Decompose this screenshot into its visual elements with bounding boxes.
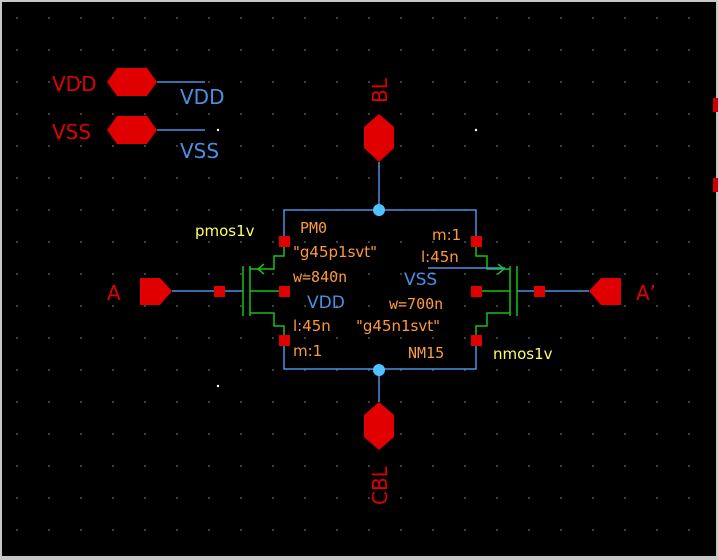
window-frame-bottom — [0, 556, 718, 560]
pin-bl[interactable]: BL — [364, 77, 394, 209]
gate-terminal-a — [214, 286, 225, 297]
pmos-model: "g45p1svt" — [293, 243, 377, 261]
pin-a-label: A — [107, 281, 121, 305]
nmos-body-net: VSS — [404, 270, 437, 290]
pin-cbl[interactable]: CBL — [364, 371, 394, 505]
gate-terminal-a-prime — [534, 286, 545, 297]
pin-bl-label: BL — [368, 77, 392, 103]
pmos-width: w=840n — [293, 268, 347, 286]
nmos-transistor[interactable]: nmos1v NM15 "g45n1svt" w=700n VSS l:45n … — [356, 226, 553, 363]
pin-vdd-label: VDD — [52, 72, 96, 96]
net-label-vss: VSS — [180, 139, 219, 163]
net-label-vdd: VDD — [180, 85, 224, 109]
junction-dot-cbl — [373, 364, 385, 376]
nmos-cell-name: nmos1v — [493, 345, 553, 363]
nmos-width: w=700n — [389, 295, 443, 313]
pmos-drain-terminal — [279, 335, 290, 346]
pin-a[interactable]: A — [107, 278, 243, 305]
white-dot — [474, 128, 478, 132]
nmos-instance-name: NM15 — [408, 344, 444, 362]
nmos-model: "g45n1svt" — [356, 317, 440, 335]
pmos-multiplier: m:1 — [293, 342, 322, 360]
pmos-instance-name: PM0 — [300, 219, 327, 237]
pin-vss[interactable]: VSS VSS — [52, 116, 219, 163]
pmos-length: l:45n — [293, 317, 331, 335]
nmos-source-terminal — [471, 335, 482, 346]
white-dot — [216, 384, 220, 388]
pmos-source-terminal — [279, 236, 290, 247]
nmos-length: l:45n — [421, 248, 459, 266]
grid-dots — [16, 17, 690, 531]
pin-vdd[interactable]: VDD VDD — [52, 68, 224, 109]
pmos-cell-name: pmos1v — [195, 222, 255, 240]
pmos-transistor[interactable]: pmos1v PM0 "g45p1svt" w=840n VDD l:45n m… — [195, 219, 377, 360]
junction-dot-bl — [373, 204, 385, 216]
pmos-bulk-terminal — [279, 286, 290, 297]
nmos-drain-terminal — [471, 236, 482, 247]
nmos-bulk-terminal — [471, 286, 482, 297]
pin-vss-label: VSS — [52, 120, 91, 144]
nmos-multiplier: m:1 — [432, 226, 461, 244]
edge-marker — [713, 98, 718, 112]
pmos-body-net: VDD — [307, 293, 345, 313]
pin-a-prime-label: A’ — [636, 281, 656, 305]
pin-cbl-label: CBL — [368, 465, 392, 505]
edge-marker — [713, 178, 718, 192]
white-dot — [216, 128, 220, 132]
pin-a-prime[interactable]: A’ — [517, 278, 656, 305]
